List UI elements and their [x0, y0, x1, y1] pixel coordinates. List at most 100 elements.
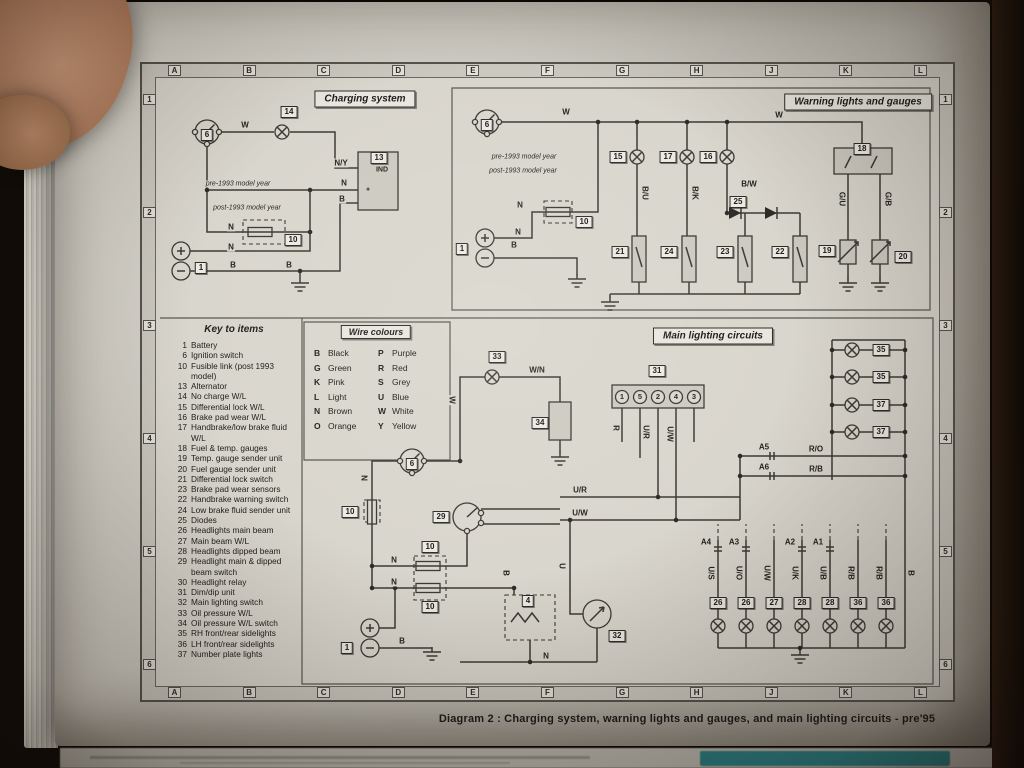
wire-colour-code: O: [314, 420, 321, 431]
key-item-number: 6: [182, 350, 187, 361]
component-number-box: 10: [341, 506, 359, 518]
key-item-label: Brake pad wear sensors: [191, 484, 281, 495]
component-number-box: 6: [200, 129, 214, 141]
key-item-number: 19: [177, 453, 187, 464]
component-number-box: 23: [716, 246, 734, 258]
connector-pin-number: 3: [691, 392, 697, 401]
wire-colour-name: Blue: [392, 391, 410, 402]
key-item-number: 21: [177, 473, 187, 484]
component-number-box: 21: [611, 246, 629, 258]
component-number-box: 10: [575, 216, 593, 228]
wire-label: N/Y: [333, 158, 349, 168]
wire-colour-code: P: [378, 348, 384, 358]
wire-colour-name: Grey: [392, 377, 411, 387]
key-item-label: Headlights main beam: [191, 525, 274, 536]
component-number-box: 19: [818, 245, 836, 257]
wire-label: B: [285, 260, 293, 270]
connector-pin-number: 1: [619, 392, 625, 401]
wire-label: G/B: [883, 190, 893, 208]
key-item-number: 16: [177, 412, 187, 423]
key-item-label: Differential lock switch: [191, 473, 273, 484]
component-number-box: 10: [284, 234, 302, 246]
wire-label: N: [359, 474, 369, 482]
component-number-box: 16: [699, 151, 717, 163]
wire-label: U/W: [665, 425, 675, 443]
wire-label: B/K: [690, 185, 700, 201]
wire-colour-name: Black: [328, 348, 349, 358]
model-year-note: pre-1993 model year: [204, 180, 272, 188]
wire-colour-code: N: [314, 406, 321, 416]
component-number-box: 28: [793, 597, 811, 609]
key-item-label: No charge W/L: [191, 391, 247, 402]
key-item-number: 27: [177, 535, 187, 546]
wire-colour-name: Red: [392, 362, 408, 373]
wire-label: N: [516, 200, 524, 210]
component-number-box: 1: [455, 243, 469, 255]
key-item-label: Brake pad wear W/L: [191, 412, 267, 423]
lighting-panel-title: Main lighting circuits: [652, 327, 774, 345]
component-number-box: 10: [421, 541, 439, 553]
wire-colours-grid: B Black P Purple G Green R Red K Pink S …: [314, 348, 444, 431]
wire-label: U/S: [706, 565, 716, 581]
key-item-label: Handbrake warning switch: [191, 494, 289, 505]
key-item-number: 29: [177, 556, 187, 567]
component-number-box: 32: [608, 630, 626, 642]
key-item-label: RH front/rear sidelights: [191, 628, 276, 639]
component-number-box: 35: [872, 344, 890, 356]
wire-label: U/W: [762, 564, 772, 582]
wire-label: W: [447, 395, 457, 405]
wire-label: U/W: [571, 508, 589, 518]
warning-panel-title: Warning lights and gauges: [784, 93, 932, 111]
key-item-number: 24: [177, 504, 187, 515]
wire-label: B/U: [640, 185, 650, 201]
component-number-box: 25: [729, 196, 747, 208]
wire-colour-name: White: [392, 406, 414, 416]
key-item-label: Diodes: [191, 515, 217, 526]
key-item-number: 18: [177, 442, 187, 453]
key-item-number: 37: [177, 648, 187, 659]
component-number-box: 6: [405, 458, 419, 470]
key-item-label: Oil pressure W/L switch: [191, 618, 278, 629]
key-item-label: Main lighting switch: [191, 597, 263, 608]
component-number-box: 36: [877, 597, 895, 609]
wire-label: N: [340, 178, 348, 188]
key-item-number: 17: [177, 422, 187, 433]
wire-label: A4: [699, 537, 713, 547]
wire-colour-name: Brown: [328, 406, 353, 416]
component-number-box: 26: [709, 597, 727, 609]
wire-label: N: [390, 555, 398, 565]
key-item-number: 33: [177, 607, 187, 618]
key-item-label: Headlight relay: [191, 576, 247, 587]
component-number-box: 13: [370, 152, 388, 164]
wire-label: A5: [757, 442, 771, 452]
key-item-number: 34: [177, 618, 187, 629]
key-item-number: 35: [177, 628, 187, 639]
component-number-box: 28: [821, 597, 839, 609]
key-item-label: Dim/dip unit: [191, 587, 235, 598]
component-number-box: 22: [771, 246, 789, 258]
wire-label: B: [229, 260, 237, 270]
key-item-label: Number plate lights: [191, 648, 263, 659]
key-item-label: Handbrake/low brake fluid W/L: [191, 422, 287, 443]
wire-colours-panel: B Black P Purple G Green R Red K Pink S …: [302, 320, 450, 462]
key-item-label: Fusible link (post 1993 model): [191, 360, 275, 381]
wire-label: B: [398, 636, 406, 646]
key-item-number: 36: [177, 638, 187, 649]
key-item-label: LH front/rear sidelights: [191, 638, 275, 649]
wire-colour-name: Pink: [328, 377, 345, 387]
wire-colour-code: Y: [378, 420, 384, 431]
wire-colour-code: W: [378, 406, 387, 416]
wire-colour-name: Green: [328, 362, 352, 373]
component-number-box: 35: [872, 371, 890, 383]
key-item-number: 28: [177, 545, 187, 556]
key-title: Key to items: [204, 324, 264, 335]
next-page-title-box: [700, 751, 950, 766]
wire-label: N: [514, 227, 522, 237]
component-number-box: 6: [480, 119, 494, 131]
wire-label: R/B: [874, 565, 884, 581]
wire-label: N: [227, 222, 235, 232]
wire-label: B: [501, 569, 511, 577]
component-number-box: 17: [659, 151, 677, 163]
key-item-number: 15: [177, 401, 187, 412]
